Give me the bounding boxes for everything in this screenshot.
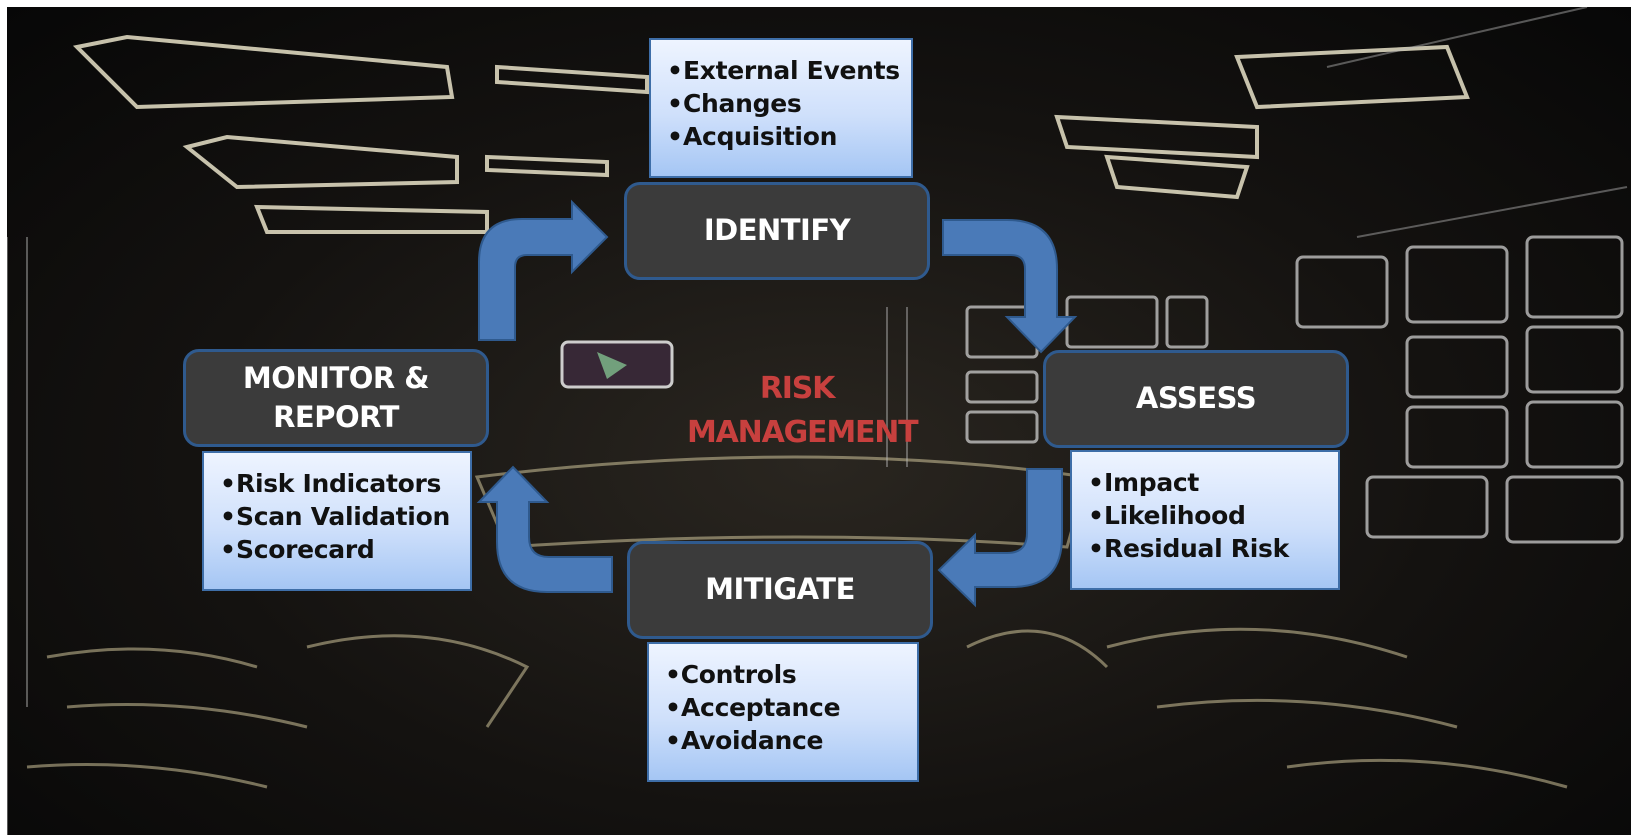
list-item: •Likelihood [1088, 501, 1246, 530]
list-item: •Residual Risk [1088, 534, 1289, 563]
identify-stage: IDENTIFY [624, 182, 930, 280]
diagram-canvas: •External Events •Changes •Acquisition I… [7, 7, 1631, 835]
list-item: •Acceptance [665, 693, 841, 722]
monitor-stage-label-line2: REPORT [273, 400, 399, 434]
list-item: •Scorecard [220, 535, 375, 564]
mitigate-stage-label: MITIGATE [705, 572, 855, 607]
arrow-identify-to-assess [942, 219, 1078, 354]
monitor-report-stage: MONITOR & REPORT [183, 349, 489, 447]
mitigate-info-box: •Controls •Acceptance •Avoidance [647, 642, 919, 782]
identify-stage-label: IDENTIFY [703, 213, 851, 248]
monitor-stage-label-line1: MONITOR & [242, 360, 430, 395]
list-item: •External Events [667, 56, 900, 85]
assess-info-box: •Impact •Likelihood •Residual Risk [1070, 450, 1340, 590]
list-item: •Controls [665, 660, 797, 689]
list-item: •Changes [667, 89, 802, 118]
identify-info-box: •External Events •Changes •Acquisition [649, 38, 913, 178]
mitigate-stage: MITIGATE [627, 541, 933, 639]
list-item: •Risk Indicators [220, 469, 442, 498]
background-room-image [7, 7, 1628, 835]
arrow-monitor-to-identify [478, 199, 609, 341]
assess-stage: ASSESS [1043, 350, 1349, 448]
arrow-assess-to-mitigate [937, 468, 1063, 608]
list-item: •Acquisition [667, 122, 838, 151]
assess-stage-label: ASSESS [1135, 381, 1257, 416]
center-title-line2: MANAGEMENT [687, 415, 919, 450]
monitor-info-box: •Risk Indicators •Scan Validation •Score… [202, 451, 472, 591]
list-item: •Impact [1088, 468, 1200, 497]
center-title-line1: RISK [759, 371, 836, 406]
center-title: RISK MANAGEMENT [687, 367, 919, 455]
list-item: •Avoidance [665, 726, 824, 755]
cycle-arrows [476, 199, 1078, 608]
arrow-mitigate-to-monitor [476, 465, 613, 593]
list-item: •Scan Validation [220, 502, 450, 531]
